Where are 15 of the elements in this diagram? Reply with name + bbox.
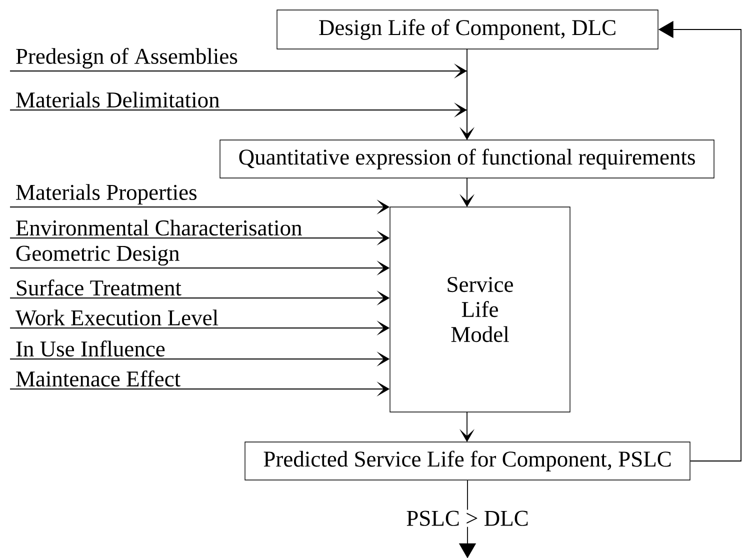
process-box: Design Life of Component, DLC bbox=[276, 10, 658, 50]
process-box: Service Life Model bbox=[390, 206, 570, 412]
input-label: Environmental Characterisation bbox=[16, 220, 302, 236]
input-label: In Use Influence bbox=[16, 340, 165, 357]
edge-label: PSLC > DLC bbox=[405, 510, 530, 527]
input-label: Materials Properties bbox=[16, 184, 196, 205]
input-label: Predesign of Assemblies bbox=[16, 48, 238, 69]
arrow bbox=[10, 102, 468, 140]
input-label: Geometric Design bbox=[16, 246, 180, 266]
input-label: Surface Treatment bbox=[16, 280, 182, 296]
input-label: Work Execution Level bbox=[15, 310, 218, 326]
process-box: Predicted Service Life for Component, PSLC bbox=[244, 442, 690, 480]
input-label: Maintenace Effect bbox=[16, 370, 180, 387]
process-box: Quantitative expression of functional requirements bbox=[220, 140, 714, 178]
input-label: Materials Delimitation bbox=[16, 92, 220, 108]
